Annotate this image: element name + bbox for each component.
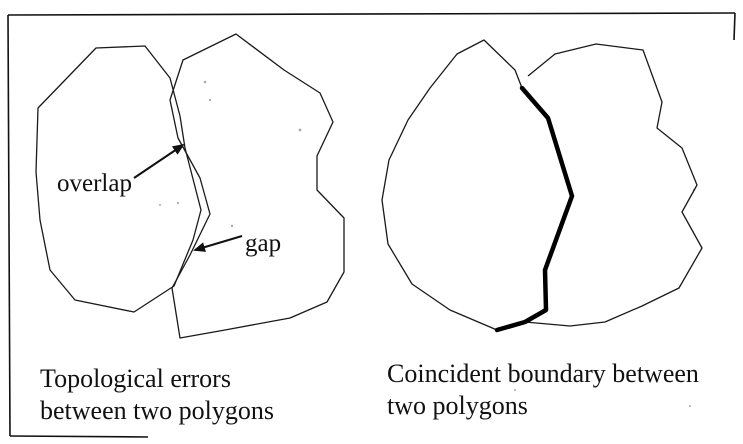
right-caption: Coincident boundary between two polygons bbox=[387, 358, 699, 422]
overlap-arrow bbox=[133, 143, 185, 179]
frame-right-edge bbox=[733, 12, 736, 41]
frame-left-edge bbox=[7, 14, 11, 437]
overlap-label: overlap bbox=[57, 170, 132, 197]
left-polygon-b bbox=[169, 33, 345, 339]
figure-frame bbox=[7, 12, 736, 438]
right-polygon-a bbox=[381, 39, 523, 331]
left-caption-line-2: between two polygons bbox=[40, 396, 274, 425]
scan-specks bbox=[159, 80, 696, 407]
right-panel-polygons bbox=[381, 39, 703, 331]
frame-top-edge bbox=[7, 12, 736, 16]
left-panel-arrows bbox=[133, 143, 243, 252]
right-caption-line-1: Coincident boundary between bbox=[387, 359, 699, 388]
frame-bottom-edge bbox=[9, 435, 149, 438]
right-polygon-b bbox=[524, 43, 703, 327]
coincident-boundary bbox=[494, 85, 575, 333]
left-panel-polygons bbox=[35, 33, 345, 339]
left-caption: Topological errors between two polygons bbox=[40, 363, 274, 427]
gap-arrow bbox=[193, 235, 243, 252]
gap-label: gap bbox=[245, 230, 282, 257]
left-caption-line-1: Topological errors bbox=[40, 364, 231, 393]
right-caption-line-2: two polygons bbox=[387, 391, 528, 420]
